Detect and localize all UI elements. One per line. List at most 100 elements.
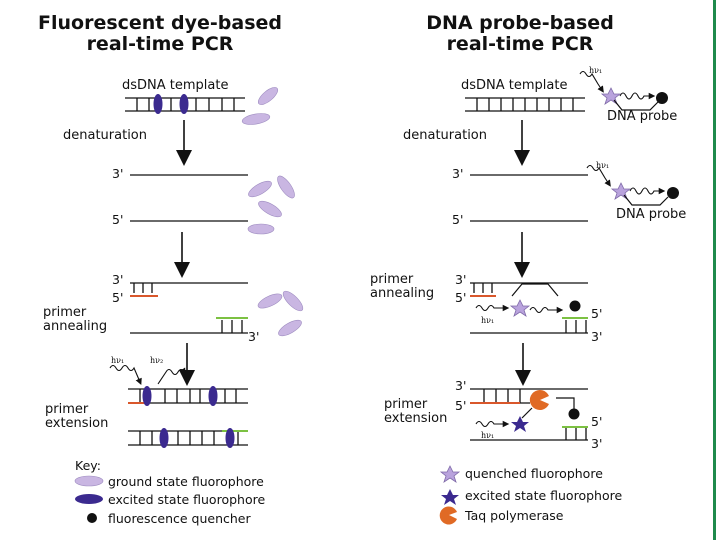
key-quencher-label: fluorescence quencher bbox=[108, 511, 251, 526]
key-taq-polymerase-label: Taq polymerase bbox=[465, 508, 564, 523]
key-excited-fluorophore-label: excited state fluorophore bbox=[108, 492, 266, 507]
light-wave-in bbox=[475, 304, 510, 312]
quencher bbox=[667, 187, 679, 199]
probe-link bbox=[623, 194, 669, 206]
left-annealing-line2: annealing bbox=[43, 319, 108, 334]
probe-link bbox=[613, 99, 659, 111]
left-title-line2: real-time PCR bbox=[86, 33, 234, 55]
strand-end-3: 3' bbox=[591, 329, 603, 344]
ground-fluorophore bbox=[257, 293, 283, 309]
excited-fluorophore bbox=[142, 386, 152, 406]
light-wave-in bbox=[586, 164, 611, 187]
right-dsdna-template bbox=[465, 97, 585, 112]
left-annealing-strands bbox=[130, 282, 248, 334]
key-excited-star-label: excited state fluorophore bbox=[465, 488, 623, 503]
ground-fluorophore bbox=[282, 290, 304, 312]
right-annealing-line2: annealing bbox=[370, 286, 435, 301]
quenched-star bbox=[610, 182, 632, 200]
ground-fluorophore bbox=[248, 180, 272, 198]
left-title-line1: Fluorescent dye-based bbox=[38, 12, 282, 34]
probe-label: DNA probe bbox=[616, 207, 687, 222]
strand-end-3: 3' bbox=[452, 166, 464, 181]
ground-fluorophore bbox=[258, 200, 282, 218]
quencher bbox=[656, 92, 668, 104]
strand-end-3: 3' bbox=[112, 272, 124, 287]
light-wave-in bbox=[109, 364, 142, 386]
right-title-line2: real-time PCR bbox=[446, 33, 594, 55]
right-extension-line1: primer bbox=[384, 397, 428, 412]
light-wave-out bbox=[157, 367, 186, 385]
excited-fluorophore bbox=[159, 428, 169, 448]
left-denaturation-label: denaturation bbox=[63, 128, 148, 143]
strand-end-3: 3' bbox=[112, 166, 124, 181]
excited-fluorophore bbox=[208, 386, 218, 406]
right-hv1-label: hν₁ bbox=[596, 161, 610, 170]
key-title: Key: bbox=[75, 458, 101, 473]
key-ground-fluorophore-icon bbox=[74, 475, 104, 487]
ground-fluorophore bbox=[277, 175, 295, 199]
right-title: DNA probe-based real-time PCR bbox=[365, 13, 675, 55]
strand-end-5: 5' bbox=[455, 290, 467, 305]
key-excited-fluorophore-icon bbox=[75, 494, 103, 504]
probe-label: DNA probe bbox=[607, 109, 678, 124]
left-annealing-line1: primer bbox=[43, 305, 87, 320]
left-title: Fluorescent dye-based real-time PCR bbox=[10, 13, 310, 55]
taq-polymerase bbox=[529, 390, 549, 410]
probe-wave bbox=[619, 92, 656, 100]
light-wave-in bbox=[579, 70, 604, 93]
left-extension-label: primer extension bbox=[45, 403, 108, 431]
probe-link bbox=[511, 283, 559, 297]
quencher bbox=[569, 300, 581, 312]
strand-end-5: 5' bbox=[112, 290, 124, 305]
right-annealing-label: primer annealing bbox=[370, 273, 434, 301]
right-hv1-label: hν₁ bbox=[589, 66, 603, 75]
right-annealing-strands bbox=[470, 282, 588, 334]
probe-wave bbox=[629, 187, 666, 195]
key-taq-polymerase-icon bbox=[439, 506, 457, 525]
right-extension-line2: extension bbox=[384, 411, 448, 426]
excited-fluorophore bbox=[153, 94, 163, 114]
key-quenched-fluorophore-label: quenched fluorophore bbox=[465, 466, 603, 481]
probe-fragment bbox=[556, 397, 575, 412]
strand-end-5: 5' bbox=[112, 212, 124, 227]
key-excited-fluorophore-icon bbox=[441, 489, 459, 505]
right-annealing-line1: primer bbox=[370, 272, 414, 287]
key-quencher-icon bbox=[87, 513, 97, 523]
strand-end-3: 3' bbox=[455, 272, 467, 287]
ground-fluorophore bbox=[257, 87, 279, 105]
strand-end-3: 3' bbox=[455, 378, 467, 393]
right-extension-label: primer extension bbox=[384, 398, 447, 426]
strand-end-5: 5' bbox=[452, 212, 464, 227]
probe-fragment bbox=[521, 407, 533, 419]
left-extension-line2: extension bbox=[45, 416, 109, 431]
left-template-label: dsDNA template bbox=[122, 78, 229, 93]
quenched-star bbox=[600, 87, 622, 105]
left-hv1-label: hν₁ bbox=[111, 356, 125, 365]
excited-fluorophore bbox=[179, 94, 189, 114]
strand-end-5: 5' bbox=[591, 306, 603, 321]
quencher bbox=[568, 408, 580, 420]
right-hv1-label: hν₁ bbox=[481, 316, 495, 325]
excited-star bbox=[511, 416, 529, 432]
right-denaturation-label: denaturation bbox=[403, 128, 488, 143]
green-border-line bbox=[713, 0, 716, 540]
probe-wave bbox=[529, 306, 564, 314]
right-title-line1: DNA probe-based bbox=[426, 12, 614, 34]
ground-fluorophore bbox=[241, 113, 271, 125]
strand-end-3: 3' bbox=[591, 436, 603, 451]
left-annealing-label: primer annealing bbox=[43, 306, 107, 334]
right-hv1-label: hν₁ bbox=[481, 431, 495, 440]
ground-fluorophore bbox=[278, 319, 302, 337]
key-quenched-fluorophore-icon bbox=[439, 465, 461, 483]
left-extension-line1: primer bbox=[45, 402, 89, 417]
strand-end-5: 5' bbox=[591, 414, 603, 429]
left-hv2-label: hν₂ bbox=[150, 356, 164, 365]
right-template-label: dsDNA template bbox=[461, 78, 568, 93]
strand-end-3: 3' bbox=[248, 329, 260, 344]
strand-end-5: 5' bbox=[455, 398, 467, 413]
excited-fluorophore bbox=[225, 428, 235, 448]
quenched-star bbox=[509, 299, 531, 317]
light-wave-out bbox=[475, 420, 510, 428]
ground-fluorophore bbox=[247, 223, 275, 235]
